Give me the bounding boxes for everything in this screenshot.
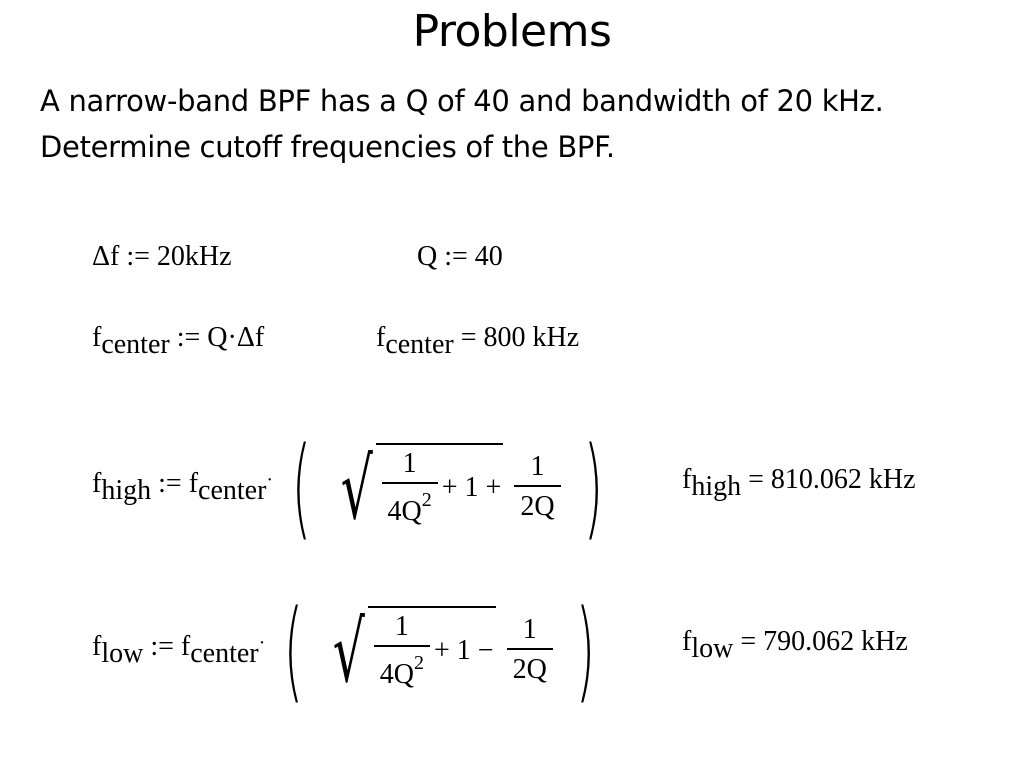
equals-operator: = <box>740 626 757 657</box>
q-times-delta-f: Q·Δf <box>207 322 265 353</box>
f-symbol: f <box>376 322 386 353</box>
f-symbol: f <box>92 467 102 499</box>
left-paren: ( <box>291 423 312 551</box>
plus-one-plus: + 1 + <box>441 472 502 503</box>
delta-f-definition: Δf := 20kHz <box>92 241 232 272</box>
denominator: 4Q2 <box>387 489 432 527</box>
exponent: 2 <box>421 489 432 511</box>
q-definition: Q := 40 <box>417 241 503 272</box>
low-subscript: low <box>101 637 144 669</box>
fhigh-definition: fhigh := fcenter· ( √ 1 4Q2 + 1 + 1 2Q ) <box>92 432 615 542</box>
fraction-one-over-2q: 1 2Q <box>514 451 561 522</box>
low-subscript: low <box>691 633 734 664</box>
flow-definition: flow := fcenter· ( √ 1 4Q2 + 1 − 1 2Q ) <box>92 595 607 705</box>
flow-result: flow = 790.062 kHz <box>682 628 908 663</box>
f-symbol: f <box>92 322 102 353</box>
square-root: √ 1 4Q2 + 1 + <box>330 440 504 538</box>
high-subscript: high <box>101 474 152 506</box>
fraction-one-over-2q: 1 2Q <box>506 614 553 685</box>
denominator: 4Q2 <box>379 652 424 690</box>
numerator: 1 <box>402 448 417 479</box>
denominator: 2Q <box>520 491 555 522</box>
center-subscript: center <box>190 637 259 669</box>
right-paren: ) <box>583 423 603 551</box>
f-symbol: f <box>188 467 199 499</box>
fcenter-result: fcenter = 800 kHz <box>376 324 579 359</box>
multiply-dot: · <box>258 631 266 654</box>
equals-operator: = <box>748 464 764 495</box>
center-subscript: center <box>385 329 454 360</box>
assign-operator: := <box>150 630 174 662</box>
f-symbol: f <box>180 630 191 662</box>
denominator: 2Q <box>512 654 547 685</box>
numerator: 1 <box>530 451 545 482</box>
fraction-one-over-4q2: 1 4Q2 <box>373 611 430 690</box>
problem-line-1: A narrow-band BPF has a Q of 40 and band… <box>40 84 884 118</box>
plus-one-minus: + 1 − <box>433 635 494 666</box>
fhigh-value: 810.062 kHz <box>770 464 916 495</box>
exponent: 2 <box>413 652 424 674</box>
numerator: 1 <box>394 611 409 642</box>
f-symbol: f <box>682 464 692 495</box>
f-symbol: f <box>92 630 102 662</box>
fraction-one-over-4q2: 1 4Q2 <box>381 448 438 527</box>
assign-operator: := <box>158 467 182 499</box>
fcenter-value: 800 kHz <box>483 322 580 353</box>
problem-statement: A narrow-band BPF has a Q of 40 and band… <box>40 78 1010 170</box>
problem-line-2: Determine cutoff frequencies of the BPF. <box>40 130 615 164</box>
fcenter-definition: fcenter := Q·Δf <box>92 324 264 359</box>
right-paren: ) <box>575 586 595 714</box>
center-subscript: center <box>101 329 170 360</box>
fhigh-result: fhigh = 810.062 kHz <box>682 466 916 501</box>
square-root: √ 1 4Q2 + 1 − <box>322 603 496 701</box>
slide-title: Problems <box>412 6 612 57</box>
f-symbol: f <box>682 626 692 657</box>
radical-sign: √ <box>340 440 373 538</box>
left-paren: ( <box>284 586 304 714</box>
center-subscript: center <box>198 474 267 506</box>
high-subscript: high <box>691 471 742 502</box>
flow-value: 790.062 kHz <box>763 626 908 657</box>
multiply-dot: · <box>266 468 274 491</box>
assign-operator: := <box>176 322 201 353</box>
numerator: 1 <box>522 614 537 645</box>
radical-sign: √ <box>332 603 366 701</box>
equals-operator: = <box>460 322 477 353</box>
